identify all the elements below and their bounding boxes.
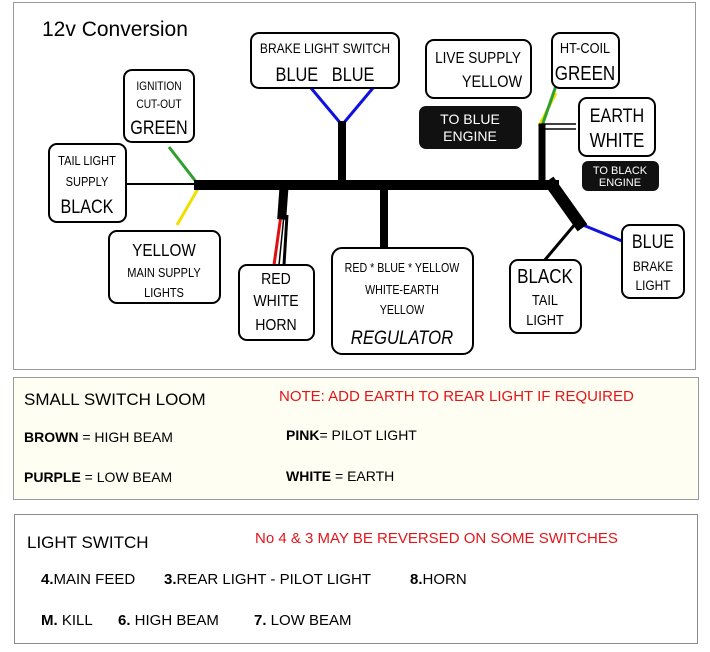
- loom-note: NOTE: ADD EARTH TO REAR LIGHT IF REQUIRE…: [279, 388, 634, 405]
- thin-wires: [116, 76, 623, 266]
- harness-rear-branch: [543, 176, 588, 232]
- box-ht-coil: [551, 32, 620, 89]
- regulator-label: REGULATOR: [351, 327, 453, 348]
- tail-supply-color: BLACK: [61, 196, 114, 218]
- tail-light-color: BLACK: [517, 265, 573, 288]
- light-switch-item-3: 3.REAR LIGHT - PILOT LIGHT: [164, 571, 372, 588]
- loom-item-white: WHITE = EARTH: [286, 468, 395, 484]
- brake-light-label-1: BRAKE: [633, 258, 674, 274]
- box-brake-light-switch: [250, 32, 400, 89]
- loom-item-purple: PURPLE = LOW BEAM: [24, 469, 173, 485]
- tail-light-label-1: TAIL: [532, 291, 558, 308]
- loom-item-pink: PINK= PILOT LIGHT: [286, 427, 417, 443]
- wire-blue-brake-switch-right: [340, 87, 375, 126]
- live-supply-label: LIVE SUPPLY: [435, 50, 521, 67]
- wire-white-horn-edge: [278, 214, 285, 266]
- box-regulator: [331, 247, 474, 355]
- ignition-label-2: CUT-OUT: [136, 98, 181, 111]
- main-supply-label-2: LIGHTS: [144, 285, 184, 300]
- harness-horn-branch: [277, 182, 289, 220]
- regulator-colors-3: YELLOW: [380, 302, 425, 317]
- small-switch-loom-panel: SMALL SWITCH LOOM NOTE: ADD EARTH TO REA…: [13, 377, 699, 500]
- box-brake-light: [621, 224, 685, 299]
- wire-red-horn: [272, 214, 283, 266]
- box-horn: [238, 264, 315, 341]
- loom-title: SMALL SWITCH LOOM: [24, 390, 206, 409]
- main-supply-label-1: MAIN SUPPLY: [127, 265, 200, 280]
- earth-color: WHITE: [590, 129, 645, 152]
- wire-black-horn: [282, 214, 289, 266]
- box-ignition-cutout: [123, 69, 195, 143]
- wire-black-tail: [542, 222, 578, 262]
- brake-switch-label: BRAKE LIGHT SWITCH: [260, 40, 390, 56]
- earth-label: EARTH: [590, 105, 644, 127]
- to-black-engine-label-2: ENGINE: [599, 177, 641, 189]
- main-harness: [194, 121, 588, 252]
- light-switch-title: LIGHT SWITCH: [27, 533, 149, 552]
- to-blue-engine-label-2: ENGINE: [443, 128, 497, 144]
- horn-label: HORN: [255, 316, 296, 334]
- to-blue-engine-label-1: TO BLUE: [440, 111, 500, 127]
- tail-light-label-2: LIGHT: [526, 311, 564, 328]
- wire-yellow-main-supply: [175, 186, 201, 226]
- wire-green-ignition: [167, 146, 199, 184]
- horn-color-2: WHITE: [253, 292, 298, 310]
- brake-light-label-2: LIGHT: [635, 277, 670, 293]
- box-to-black-engine: [582, 161, 659, 191]
- to-black-engine-label-1: TO BLACK: [593, 165, 648, 177]
- diagram-title: 12v Conversion: [42, 18, 188, 41]
- light-switch-item-8: 8.HORN: [410, 571, 467, 588]
- regulator-colors-2: WHITE-EARTH: [365, 282, 439, 297]
- box-live-supply: [425, 39, 532, 99]
- regulator-colors-1: RED * BLUE * YELLOW: [345, 260, 460, 275]
- horn-color-1: RED: [261, 270, 291, 288]
- brake-switch-colors: BLUE BLUE: [276, 64, 375, 85]
- wiring-diagram-panel: 12v Conversion: [13, 2, 696, 370]
- tail-supply-label-2: SUPPLY: [66, 174, 109, 189]
- light-switch-panel: LIGHT SWITCH No 4 & 3 MAY BE REVERSED ON…: [14, 514, 698, 644]
- ht-coil-color: GREEN: [555, 62, 615, 85]
- box-tail-light-supply: [48, 143, 127, 223]
- light-switch-item-4: 4.MAIN FEED: [41, 571, 136, 588]
- box-to-blue-engine: [419, 106, 522, 149]
- brake-light-color: BLUE: [632, 231, 674, 253]
- light-switch-note: No 4 & 3 MAY BE REVERSED ON SOME SWITCHE…: [255, 530, 618, 547]
- ignition-label-1: IGNITION: [136, 80, 181, 93]
- main-supply-color: YELLOW: [132, 240, 196, 260]
- wiring-diagram: 12v Conversion: [42, 18, 685, 355]
- wire-blue-brake-light: [577, 221, 623, 243]
- ignition-color: GREEN: [130, 117, 187, 139]
- ht-coil-label: HT-COIL: [560, 39, 610, 56]
- light-switch-item-m: M. KILL: [41, 612, 93, 629]
- box-main-supply: [108, 230, 221, 304]
- tail-supply-label-1: TAIL LIGHT: [58, 153, 116, 168]
- loom-item-brown: BROWN = HIGH BEAM: [24, 429, 173, 445]
- live-supply-color: YELLOW: [462, 73, 522, 91]
- box-tail-light: [509, 259, 582, 334]
- light-switch-item-6: 6. HIGH BEAM: [118, 612, 219, 629]
- light-switch-item-7: 7. LOW BEAM: [254, 612, 352, 629]
- wire-blue-brake-switch-left: [309, 87, 344, 126]
- box-earth: [578, 97, 656, 157]
